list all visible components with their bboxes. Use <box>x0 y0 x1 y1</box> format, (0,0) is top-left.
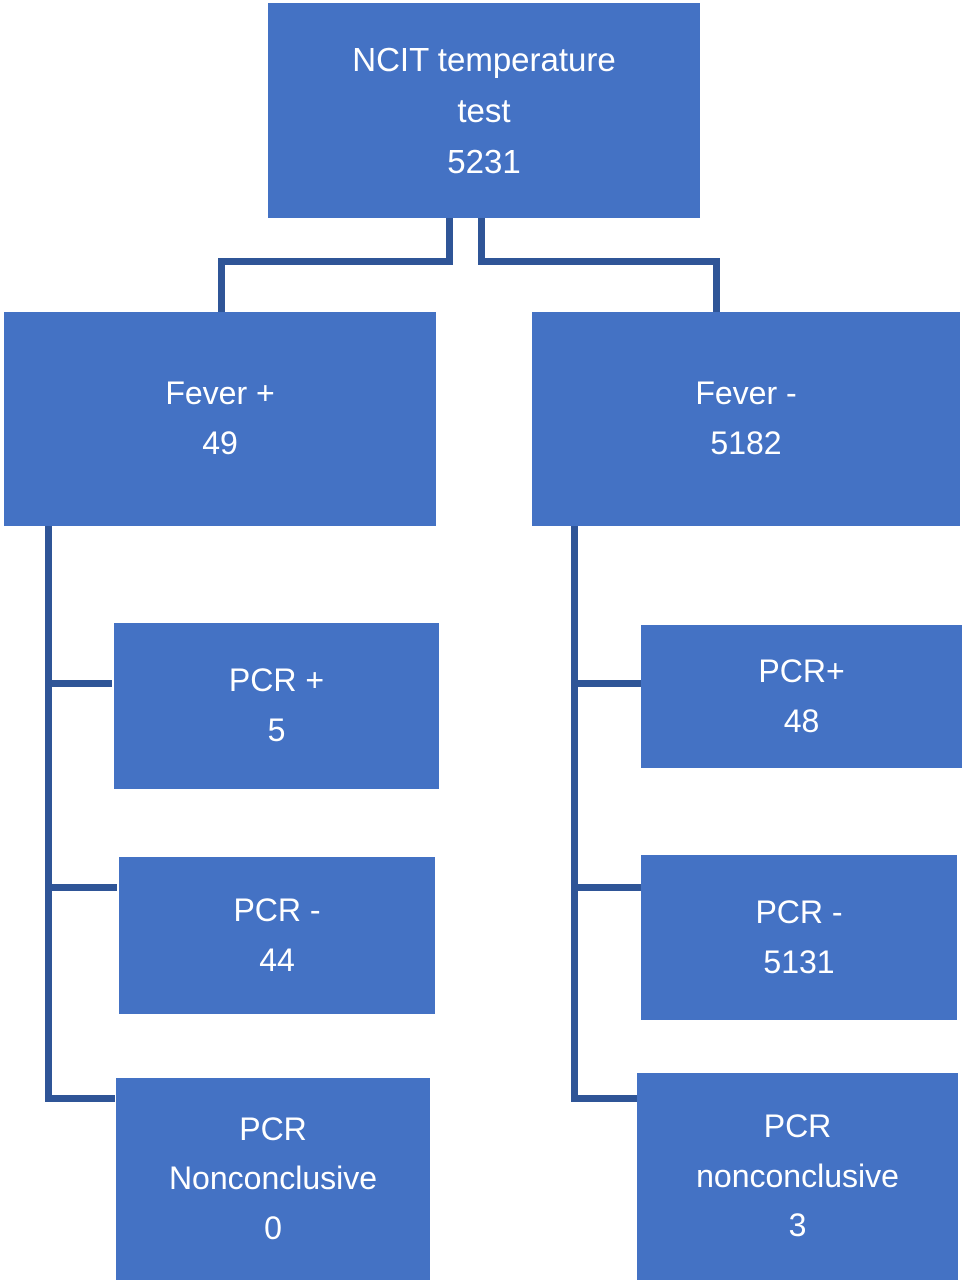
node-right-pcr-nonconclusive-label-line2: nonconclusive <box>696 1157 899 1194</box>
node-fever-negative-count: 5182 <box>710 425 782 461</box>
connector-left-branch-pcr-negative <box>45 884 117 891</box>
node-right-pcr-nonconclusive: PCR nonconclusive 3 <box>637 1073 958 1280</box>
connector-right-spine <box>571 526 578 1102</box>
node-left-pcr-nonconclusive-label-line2: Nonconclusive <box>168 1160 378 1197</box>
node-fever-negative-label: Fever - <box>695 375 797 412</box>
node-root-label-line1: NCIT temperature <box>352 40 616 78</box>
node-right-pcr-nonconclusive-count: 3 <box>788 1207 807 1244</box>
node-right-pcr-positive-label: PCR+ <box>758 652 845 689</box>
node-ncit-temperature-test: NCIT temperature test 5231 <box>268 3 700 218</box>
node-fever-positive-count: 49 <box>202 425 238 461</box>
node-left-pcr-nonconclusive-count: 0 <box>264 1209 282 1246</box>
node-left-pcr-positive-count: 5 <box>267 712 286 748</box>
node-root-label-line2: test <box>457 91 511 129</box>
node-right-pcr-negative: PCR - 5131 <box>641 855 957 1020</box>
node-left-pcr-negative: PCR - 44 <box>119 857 435 1014</box>
node-right-pcr-nonconclusive-label-line1: PCR <box>763 1108 832 1145</box>
node-left-pcr-positive: PCR + 5 <box>114 623 439 789</box>
node-left-pcr-nonconclusive-label-line1: PCR <box>239 1110 307 1147</box>
connector-left-branch-pcr-nonconclusive <box>45 1095 115 1102</box>
connector-left-branch-pcr-positive <box>45 680 112 687</box>
connector-root-to-fever-positive-stub <box>446 218 453 265</box>
connector-left-spine <box>45 526 52 1102</box>
connector-root-to-fever-negative-horizontal <box>478 258 720 265</box>
node-right-pcr-positive: PCR+ 48 <box>641 625 962 768</box>
connector-root-to-fever-negative-drop <box>713 258 720 314</box>
node-right-pcr-negative-count: 5131 <box>763 943 835 980</box>
connector-root-to-fever-positive-drop <box>218 258 225 314</box>
connector-root-to-fever-negative-stub <box>478 218 485 265</box>
node-right-pcr-positive-count: 48 <box>783 702 820 739</box>
node-right-pcr-negative-label: PCR - <box>755 893 843 930</box>
node-left-pcr-negative-label: PCR - <box>233 891 321 928</box>
connector-root-to-fever-positive-horizontal <box>218 258 453 265</box>
node-left-pcr-positive-label: PCR + <box>228 662 325 699</box>
node-left-pcr-nonconclusive: PCR Nonconclusive 0 <box>116 1078 430 1280</box>
node-fever-negative: Fever - 5182 <box>532 312 960 526</box>
connector-right-branch-pcr-negative <box>571 884 643 891</box>
connector-right-branch-pcr-nonconclusive <box>571 1095 639 1102</box>
connector-right-branch-pcr-positive <box>571 680 643 687</box>
node-root-count: 5231 <box>447 143 521 181</box>
node-fever-positive-label: Fever + <box>165 375 275 412</box>
node-fever-positive: Fever + 49 <box>4 312 436 526</box>
node-left-pcr-negative-count: 44 <box>259 941 295 978</box>
